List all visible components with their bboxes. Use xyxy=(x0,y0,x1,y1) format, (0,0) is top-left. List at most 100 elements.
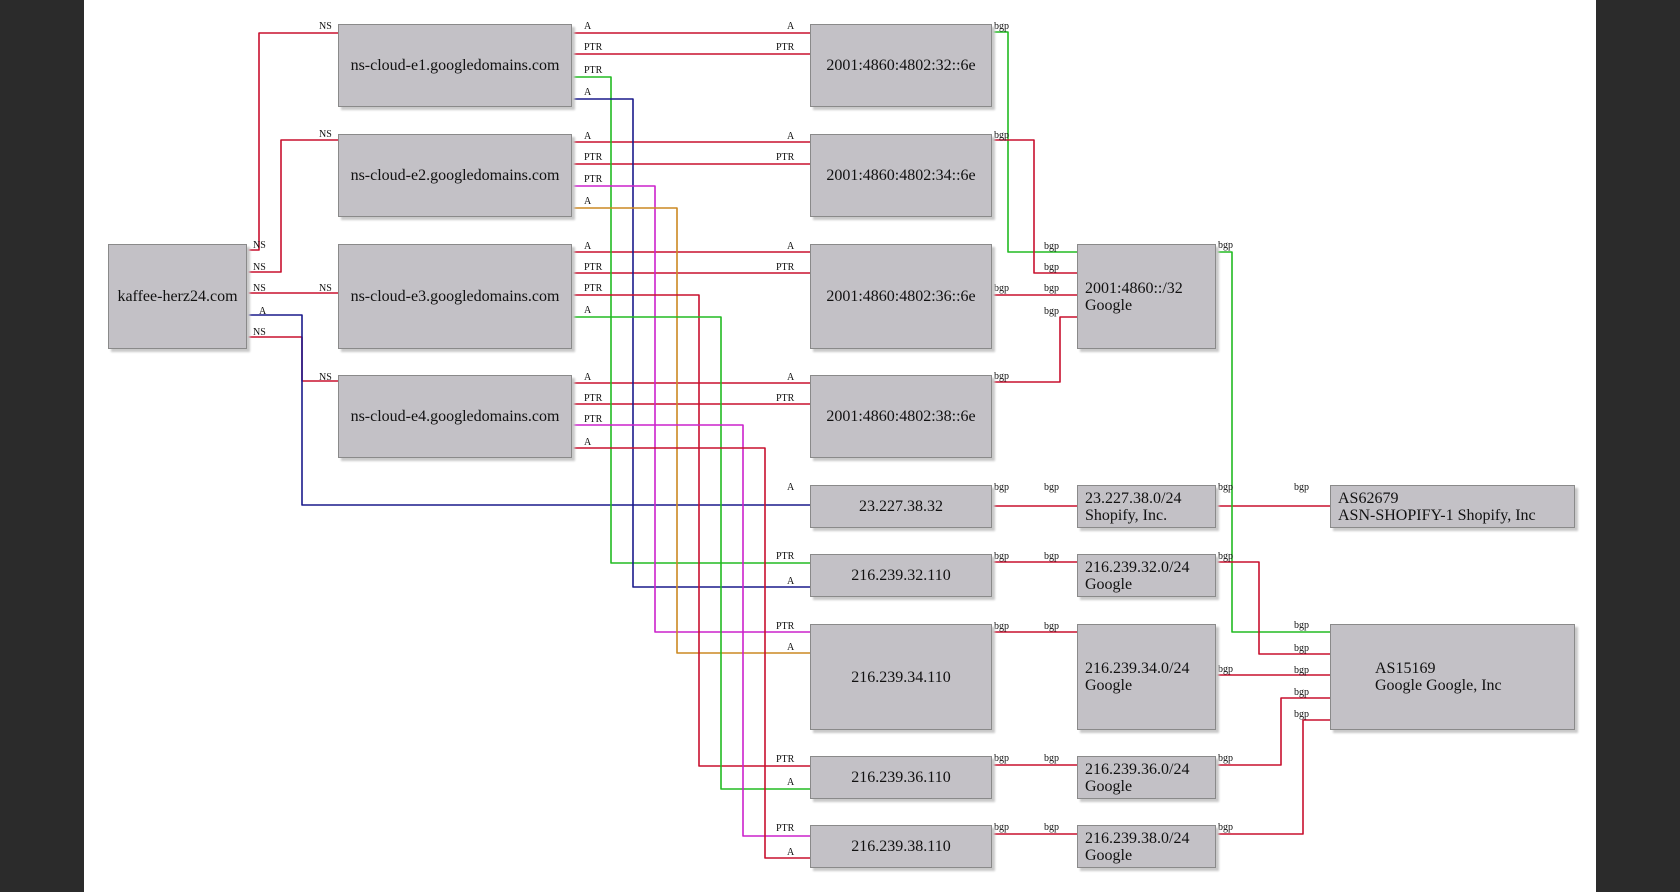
node-ns-cloud-e2[interactable]: ns-cloud-e2.googledomains.com xyxy=(338,134,572,217)
edge-label: bgp xyxy=(1044,822,1059,833)
edge-a-216-239-36 xyxy=(572,316,810,790)
edge-label: bgp xyxy=(994,621,1009,632)
edge-label: A xyxy=(584,372,592,383)
edge-label: PTR xyxy=(776,393,795,404)
edge-ptr-216-239-34 xyxy=(572,185,810,633)
edge-bgp-as15169-v6 xyxy=(1216,251,1330,633)
node-label: ns-cloud-e1.googledomains.com xyxy=(350,57,560,74)
node-ip6-32[interactable]: 2001:4860:4802:32::6e xyxy=(810,24,992,107)
edge-label: A xyxy=(787,131,795,142)
prefix-label: 216.239.38.0/24 xyxy=(1085,829,1190,847)
edge-label: bgp xyxy=(1044,306,1059,317)
edge-label: bgp xyxy=(1294,665,1309,676)
node-ip-216-239-38-110[interactable]: 216.239.38.110 xyxy=(810,825,992,868)
edge-bgp-as15169-38 xyxy=(1216,719,1330,835)
node-label: 2001:4860:4802:34::6e xyxy=(826,167,976,184)
node-kaffee-herz24[interactable]: kaffee-herz24.com xyxy=(108,244,247,349)
edge-label: PTR xyxy=(776,621,795,632)
edge-label: bgp xyxy=(1294,482,1309,493)
edge-label: NS xyxy=(319,372,332,383)
edge-label: bgp xyxy=(1044,753,1059,764)
node-label: kaffee-herz24.com xyxy=(117,288,238,305)
node-label: 2001:4860:4802:32::6e xyxy=(826,57,976,74)
edge-label: NS xyxy=(319,129,332,140)
node-label: ns-cloud-e2.googledomains.com xyxy=(350,167,560,184)
edge-label: bgp xyxy=(1044,621,1059,632)
prefix-owner: Google xyxy=(1085,296,1133,314)
node-ip-216-239-36-110[interactable]: 216.239.36.110 xyxy=(810,756,992,799)
prefix-label: 216.239.32.0/24 xyxy=(1085,558,1190,576)
as-number: AS62679 xyxy=(1338,489,1399,507)
edge-ptr-216-239-36 xyxy=(572,294,810,767)
edge-label: PTR xyxy=(776,152,795,163)
edge-label: bgp xyxy=(1218,240,1233,251)
prefix-owner: Shopify, Inc. xyxy=(1085,506,1168,524)
prefix-label: 216.239.36.0/24 xyxy=(1085,760,1190,778)
edge-label: A xyxy=(584,131,592,142)
as-name: ASN-SHOPIFY-1 Shopify, Inc xyxy=(1338,506,1536,524)
node-ip-216-239-34-110[interactable]: 216.239.34.110 xyxy=(810,624,992,730)
edge-ptr-216-239-38 xyxy=(572,424,810,837)
edge-label: PTR xyxy=(584,174,603,185)
node-label: 216.239.34.110 xyxy=(851,668,951,686)
node-ns-cloud-e3[interactable]: ns-cloud-e3.googledomains.com xyxy=(338,244,572,349)
edge-label: NS xyxy=(319,283,332,294)
edge-label: PTR xyxy=(584,152,603,163)
node-ip-23-227-38-32[interactable]: 23.227.38.32 xyxy=(810,485,992,528)
prefix-owner: Google xyxy=(1085,575,1133,593)
edge-label: A xyxy=(787,482,795,493)
edge-label: bgp xyxy=(1218,664,1233,675)
edge-label: bgp xyxy=(1218,822,1233,833)
node-label: 2001:4860:4802:36::6e xyxy=(826,288,976,305)
edge-label: PTR xyxy=(584,65,603,76)
edge-label: bgp xyxy=(994,21,1009,32)
node-ns-cloud-e4[interactable]: ns-cloud-e4.googledomains.com xyxy=(338,375,572,458)
edge-label: A xyxy=(584,241,592,252)
node-ip6-34[interactable]: 2001:4860:4802:34::6e xyxy=(810,134,992,217)
edge-label: A xyxy=(259,306,267,317)
edge-label: A xyxy=(584,87,592,98)
edge-label: bgp xyxy=(1218,551,1233,562)
node-ip-216-239-32-110[interactable]: 216.239.32.110 xyxy=(810,554,992,597)
edge-label: PTR xyxy=(776,42,795,53)
edge-label: PTR xyxy=(584,262,603,273)
node-label: 2001:4860:4802:38::6e xyxy=(826,408,976,425)
edge-label: PTR xyxy=(776,823,795,834)
edge-bgp-ip6-38 xyxy=(992,316,1077,383)
edge-bgp-ip6-32 xyxy=(992,31,1077,253)
edge-label: A xyxy=(584,196,592,207)
node-ip6-36[interactable]: 2001:4860:4802:36::6e xyxy=(810,244,992,349)
edge-label: bgp xyxy=(994,822,1009,833)
node-ns-cloud-e1[interactable]: ns-cloud-e1.googledomains.com xyxy=(338,24,572,107)
prefix-owner: Google xyxy=(1085,677,1133,694)
edge-bgp-ip6-34 xyxy=(992,139,1077,274)
edge-ptr-216-239-32 xyxy=(572,76,810,564)
node-label: ns-cloud-e4.googledomains.com xyxy=(350,408,560,425)
edge-label: A xyxy=(584,21,592,32)
edge-label: bgp xyxy=(1044,283,1059,294)
edge-label: bgp xyxy=(1294,709,1309,720)
edge-label: A xyxy=(584,305,592,316)
edge-layer: NSNSNSNSNSNSNSNSAAPTRPTRAAPTRPTRAAPTRPTR… xyxy=(247,21,1330,859)
edge-label: bgp xyxy=(994,482,1009,493)
edge-label: A xyxy=(584,437,592,448)
edge-label: NS xyxy=(253,283,266,294)
edge-label: A xyxy=(787,576,795,587)
node-label: 216.239.32.110 xyxy=(851,567,951,584)
edge-label: bgp xyxy=(1218,753,1233,764)
edge-a-23-227-38-32 xyxy=(247,314,810,506)
edge-label: bgp xyxy=(1044,482,1059,493)
as-name: Google Google, Inc xyxy=(1375,677,1502,694)
edge-label: NS xyxy=(253,327,266,338)
edge-label: PTR xyxy=(584,393,603,404)
node-ip6-38[interactable]: 2001:4860:4802:38::6e xyxy=(810,375,992,458)
